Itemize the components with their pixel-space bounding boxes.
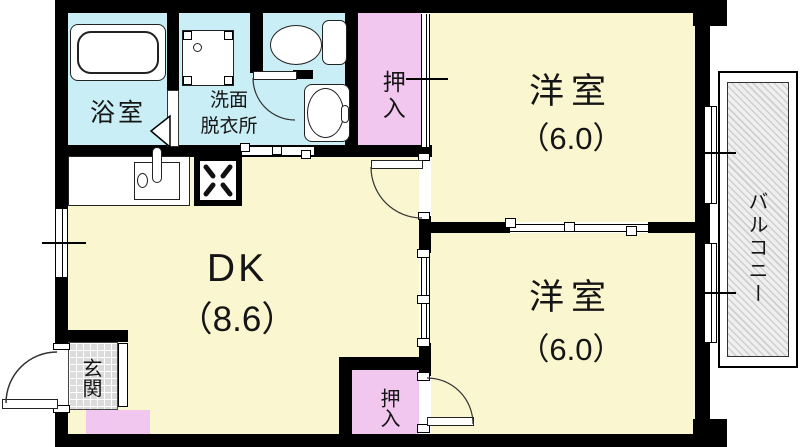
entrance-door-arc — [5, 351, 58, 404]
label-bedroom-top: 洋室 — [528, 72, 613, 111]
door-leaf-bedroom-top — [371, 160, 423, 169]
size-bedroom-bottom: （6.0） — [518, 332, 624, 367]
washing-machine-foot — [183, 31, 192, 40]
room-bedroom-top — [430, 13, 695, 222]
wall-dk-divider-mid — [419, 215, 431, 253]
wall-entrance-top — [68, 330, 128, 342]
wall-closet-bottom-left — [339, 357, 352, 434]
room-bedroom-bottom — [430, 233, 695, 434]
door-jamb — [417, 372, 430, 381]
door-leaf-bedroom-bottom — [427, 417, 474, 426]
washing-machine-foot — [224, 31, 233, 40]
slider-handle — [272, 146, 282, 155]
label-dk: DK — [206, 247, 268, 290]
toilet-bowl — [270, 25, 322, 65]
window-tick-top — [696, 152, 736, 154]
washing-machine-foot — [224, 76, 233, 85]
wall-bottom-right-step — [693, 419, 727, 447]
slider-tick — [406, 78, 448, 80]
washing-machine-foot — [183, 76, 192, 85]
kitchen-faucet — [152, 147, 162, 183]
size-dk: （8.6） — [177, 300, 297, 339]
sliding-door-closet-top — [421, 14, 430, 147]
door-jamb — [418, 212, 430, 220]
wall-bottom — [55, 434, 710, 447]
toilet-tank — [322, 20, 347, 65]
door-jamb — [418, 153, 430, 161]
room-closet-top — [358, 13, 421, 147]
entrance-door-jamb-bottom — [53, 405, 70, 413]
entrance-tile-floor — [68, 342, 118, 410]
slider-handle — [417, 295, 430, 304]
room-closet-bottom — [352, 370, 419, 434]
slider-handle — [417, 249, 430, 258]
wall-bedroom-divider-right — [648, 222, 710, 233]
wall-bedroom-divider-left — [425, 222, 510, 233]
wall-bath-washroom — [167, 13, 179, 90]
window-tick-bottom — [696, 292, 736, 294]
label-washroom-line2: 脱衣所 — [200, 116, 258, 137]
window-bedroom-top — [704, 106, 717, 204]
slider-handle — [564, 222, 575, 232]
slider-handle — [626, 226, 637, 236]
entrance-door-jamb-top — [53, 343, 70, 350]
entrance-side-panel — [118, 343, 128, 407]
label-washroom-line1: 洗面 — [209, 90, 248, 111]
balcony-floor-hatch — [727, 82, 789, 357]
slider-handle — [240, 143, 250, 152]
entrance-door-leaf — [2, 399, 58, 409]
label-balcony: バルコニー — [745, 190, 767, 306]
window-tick-left — [42, 242, 86, 244]
gas-stove-inner — [200, 161, 236, 200]
entrance-door-opening — [55, 348, 68, 410]
door-jamb — [417, 424, 430, 433]
wall-toilet-bottom — [293, 70, 313, 79]
shoe-cabinet — [86, 410, 150, 434]
slider-handle — [301, 150, 311, 159]
slider-handle — [417, 338, 430, 347]
wall-top — [55, 0, 710, 13]
label-closet-bottom: 押入 — [377, 388, 399, 428]
toilet-door-leaf — [253, 71, 297, 80]
label-bedroom-bottom: 洋室 — [528, 278, 613, 317]
slider-handle — [505, 218, 516, 228]
sliding-door-bedrooms — [510, 224, 648, 232]
label-washroom: 洗面 脱衣所 — [178, 88, 280, 140]
wash-basin-bowl — [307, 88, 344, 138]
bathtub-inner — [77, 31, 159, 74]
sink-drain — [137, 173, 148, 188]
wall-toilet-left — [250, 13, 263, 73]
size-bedroom-top: （6.0） — [518, 121, 624, 156]
wall-closet-bottom-top — [339, 357, 425, 370]
wash-basin-handle — [341, 105, 349, 123]
label-bathroom: 浴室 — [89, 99, 146, 127]
label-closet-top: 押入 — [379, 70, 406, 122]
washing-machine-drain — [193, 43, 202, 52]
label-entrance: 玄関 — [79, 358, 101, 398]
